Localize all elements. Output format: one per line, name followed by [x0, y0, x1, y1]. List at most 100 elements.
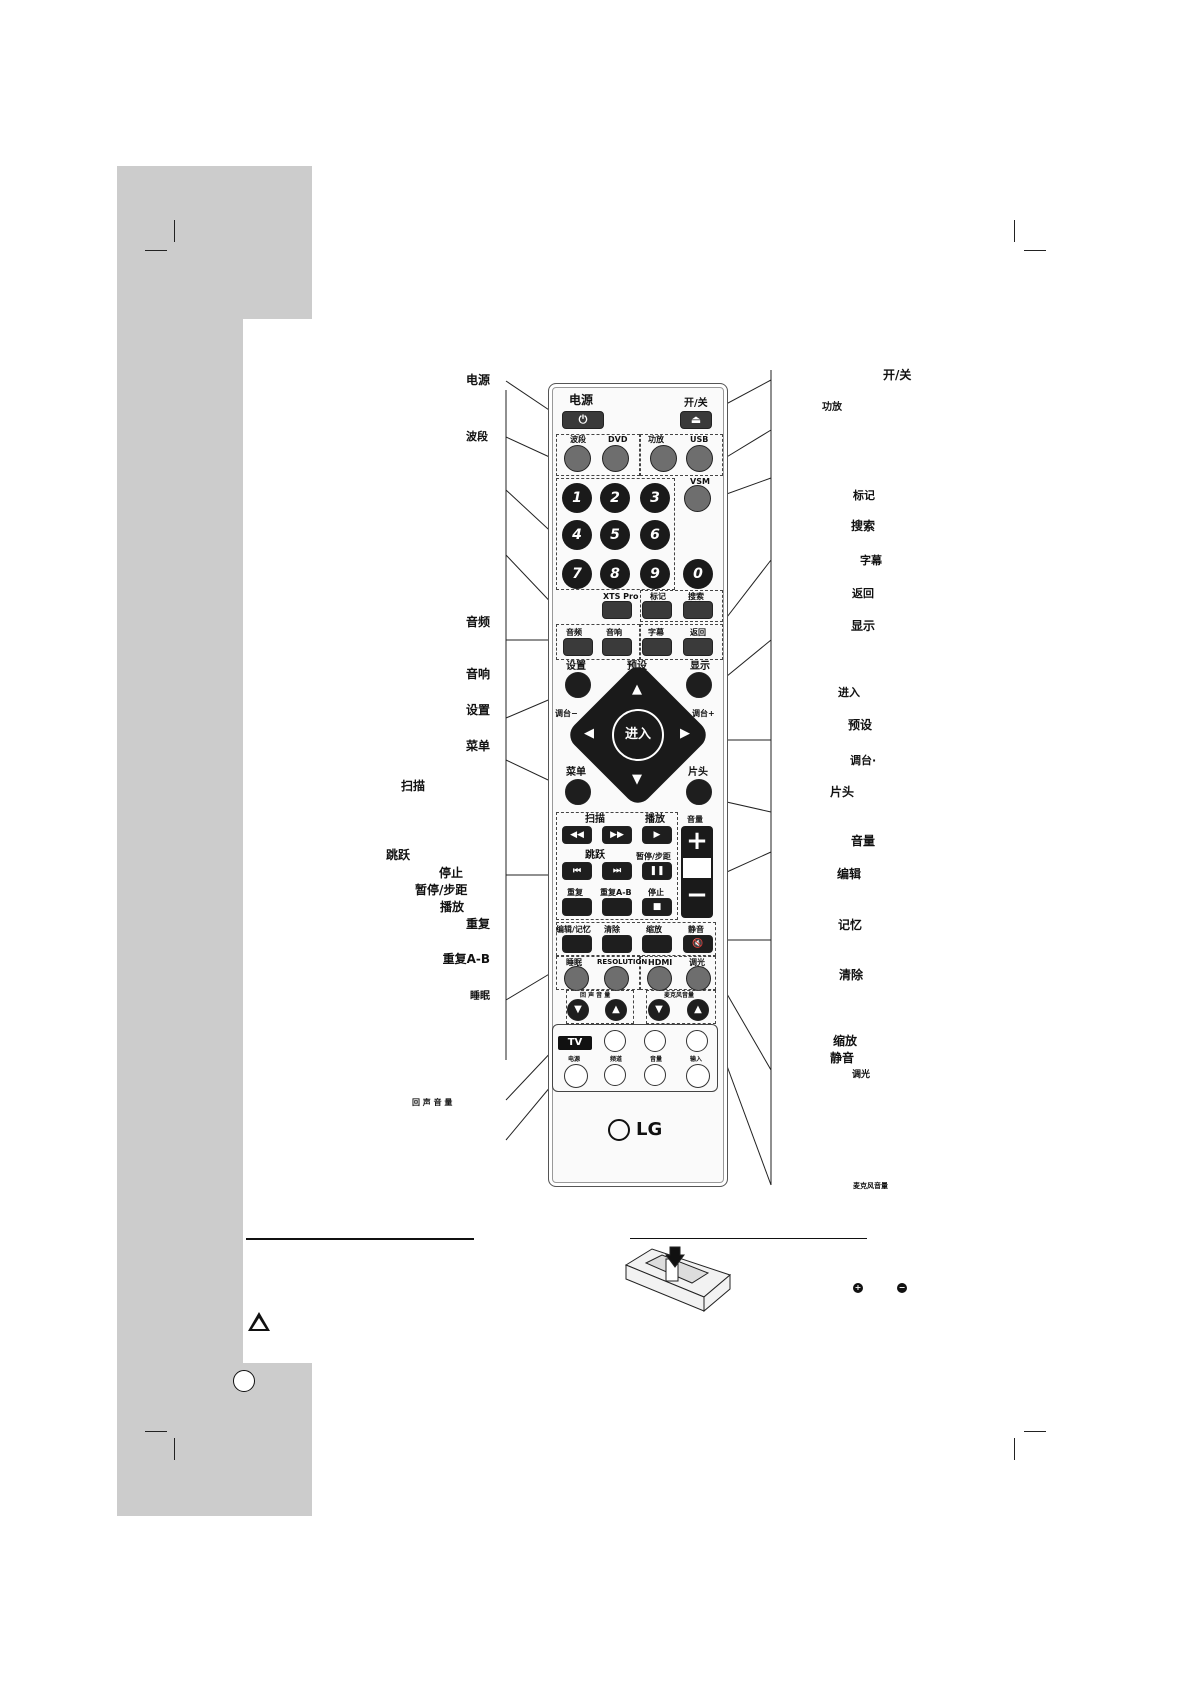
mark-button[interactable]: [642, 601, 672, 619]
digit-2-button[interactable]: 2: [600, 483, 630, 513]
enter-button[interactable]: 进入: [612, 709, 664, 761]
tv-channel-up-button[interactable]: [604, 1030, 626, 1052]
usb-button[interactable]: [686, 445, 713, 472]
vsm-button[interactable]: [684, 485, 711, 512]
volume-rocker[interactable]: + −: [681, 826, 713, 918]
dimmer-button[interactable]: [686, 966, 711, 991]
remote-audio-label: 音频: [566, 628, 582, 637]
play-button[interactable]: ▶: [642, 826, 672, 844]
echo-up-button[interactable]: ▲: [605, 999, 627, 1021]
setup-button[interactable]: [565, 672, 591, 698]
mute-button[interactable]: 🔇: [683, 935, 713, 953]
next-button[interactable]: ⏭: [602, 862, 632, 880]
mic-down-button[interactable]: ▼: [648, 999, 670, 1021]
tv-power-button[interactable]: [564, 1064, 588, 1088]
xts-pro-button[interactable]: [602, 601, 632, 619]
label-play: 播放: [440, 900, 465, 914]
up-button[interactable]: ▲: [632, 682, 642, 697]
tv-volume-up-button[interactable]: [644, 1030, 666, 1052]
side-band-bottom: [117, 1363, 312, 1516]
digit-4-button[interactable]: 4: [562, 520, 592, 550]
remote-tune-plus-label: 调台+: [692, 709, 715, 718]
menu-button[interactable]: [565, 779, 591, 805]
stop-button[interactable]: ■: [642, 898, 672, 916]
clear-button[interactable]: [602, 935, 632, 953]
rewind-button[interactable]: ◀◀: [562, 826, 592, 844]
digit-7-button[interactable]: 7: [562, 559, 592, 589]
label-scan: 扫描: [401, 779, 426, 793]
label-pause-step: 暂停/步距: [415, 883, 468, 897]
label-clear: 清除: [839, 968, 864, 982]
digit-5-button[interactable]: 5: [600, 520, 630, 550]
digit-6-button[interactable]: 6: [640, 520, 670, 550]
crop-mark: [145, 1431, 167, 1432]
tv-mute-button[interactable]: [686, 1030, 708, 1052]
label-search: 搜索: [851, 519, 876, 533]
tv-channel-down-button[interactable]: [604, 1064, 626, 1086]
mute-icon: 🔇: [692, 939, 704, 949]
plus-polarity-icon: +: [853, 1283, 863, 1293]
amp-group: [640, 434, 723, 476]
sound-button[interactable]: [602, 638, 632, 656]
digit-1-button[interactable]: 1: [562, 483, 592, 513]
crop-mark: [1024, 250, 1046, 251]
amp-button[interactable]: [650, 445, 677, 472]
side-band-top: [117, 166, 312, 319]
repeat-ab-button[interactable]: [602, 898, 632, 916]
label-dimmer: 调光: [852, 1070, 871, 1080]
right-button[interactable]: ▶: [680, 726, 690, 741]
remote-return-label: 返回: [690, 628, 706, 637]
crop-mark: [174, 220, 175, 242]
audio-button[interactable]: [563, 638, 593, 656]
zoom-button[interactable]: [642, 935, 672, 953]
band-button[interactable]: [564, 445, 591, 472]
label-mute: 静音: [830, 1051, 855, 1065]
search-button[interactable]: [683, 601, 713, 619]
remote-tv-volume-label: 音量: [650, 1056, 663, 1063]
hdmi-button[interactable]: [647, 966, 672, 991]
fast-forward-button[interactable]: ▶▶: [602, 826, 632, 844]
remote-dimmer-label: 调光: [689, 958, 705, 967]
remote-mic-label: 麦克风音量: [664, 992, 695, 999]
battery-illustration: [624, 1246, 732, 1313]
digit-8-button[interactable]: 8: [600, 559, 630, 589]
resolution-button[interactable]: [604, 966, 629, 991]
dvd-button[interactable]: [602, 445, 629, 472]
label-setup: 设置: [465, 703, 490, 717]
prev-button[interactable]: ⏮: [562, 862, 592, 880]
power-button[interactable]: ⏻: [562, 411, 604, 429]
label-repeat-ab: 重复A-B: [442, 952, 490, 966]
pause-button[interactable]: ❚❚: [642, 862, 672, 880]
down-arrow-icon: ▼: [574, 1004, 582, 1015]
echo-down-button[interactable]: ▼: [567, 999, 589, 1021]
remote-channel-label: 频道: [610, 1056, 623, 1063]
digit-3-button[interactable]: 3: [640, 483, 670, 513]
return-button[interactable]: [683, 638, 713, 656]
edit-memory-button[interactable]: [562, 935, 592, 953]
digit-0-button[interactable]: 0: [683, 559, 713, 589]
tv-volume-down-button[interactable]: [644, 1064, 666, 1086]
sleep-button[interactable]: [564, 966, 589, 991]
display-button[interactable]: [686, 672, 712, 698]
repeat-button[interactable]: [562, 898, 592, 916]
remote-repeat-label: 重复: [567, 888, 583, 897]
lg-brand: LG: [636, 1119, 663, 1140]
tv-input-button[interactable]: [686, 1064, 710, 1088]
title-button[interactable]: [686, 779, 712, 805]
down-arrow-icon: ▼: [655, 1004, 663, 1015]
label-open-close: 开/关: [883, 368, 912, 382]
mic-up-button[interactable]: ▲: [687, 999, 709, 1021]
subtitle-button[interactable]: [642, 638, 672, 656]
digit-9-button[interactable]: 9: [640, 559, 670, 589]
open-close-button[interactable]: ⏏: [680, 411, 712, 429]
sleep-group: [556, 956, 640, 990]
remote-resolution-label: RESOLUTION: [597, 958, 648, 966]
left-button[interactable]: ◀: [584, 726, 594, 741]
mark-search-group: [640, 590, 723, 622]
minus-polarity-icon: −: [897, 1283, 907, 1293]
remote-dvd-label: DVD: [608, 435, 628, 444]
remote-open-close-label: 开/关: [684, 398, 708, 409]
tv-badge: TV: [558, 1036, 592, 1050]
down-button[interactable]: ▼: [632, 772, 642, 787]
remote-echo-label: 回 声 音 量: [580, 992, 611, 999]
